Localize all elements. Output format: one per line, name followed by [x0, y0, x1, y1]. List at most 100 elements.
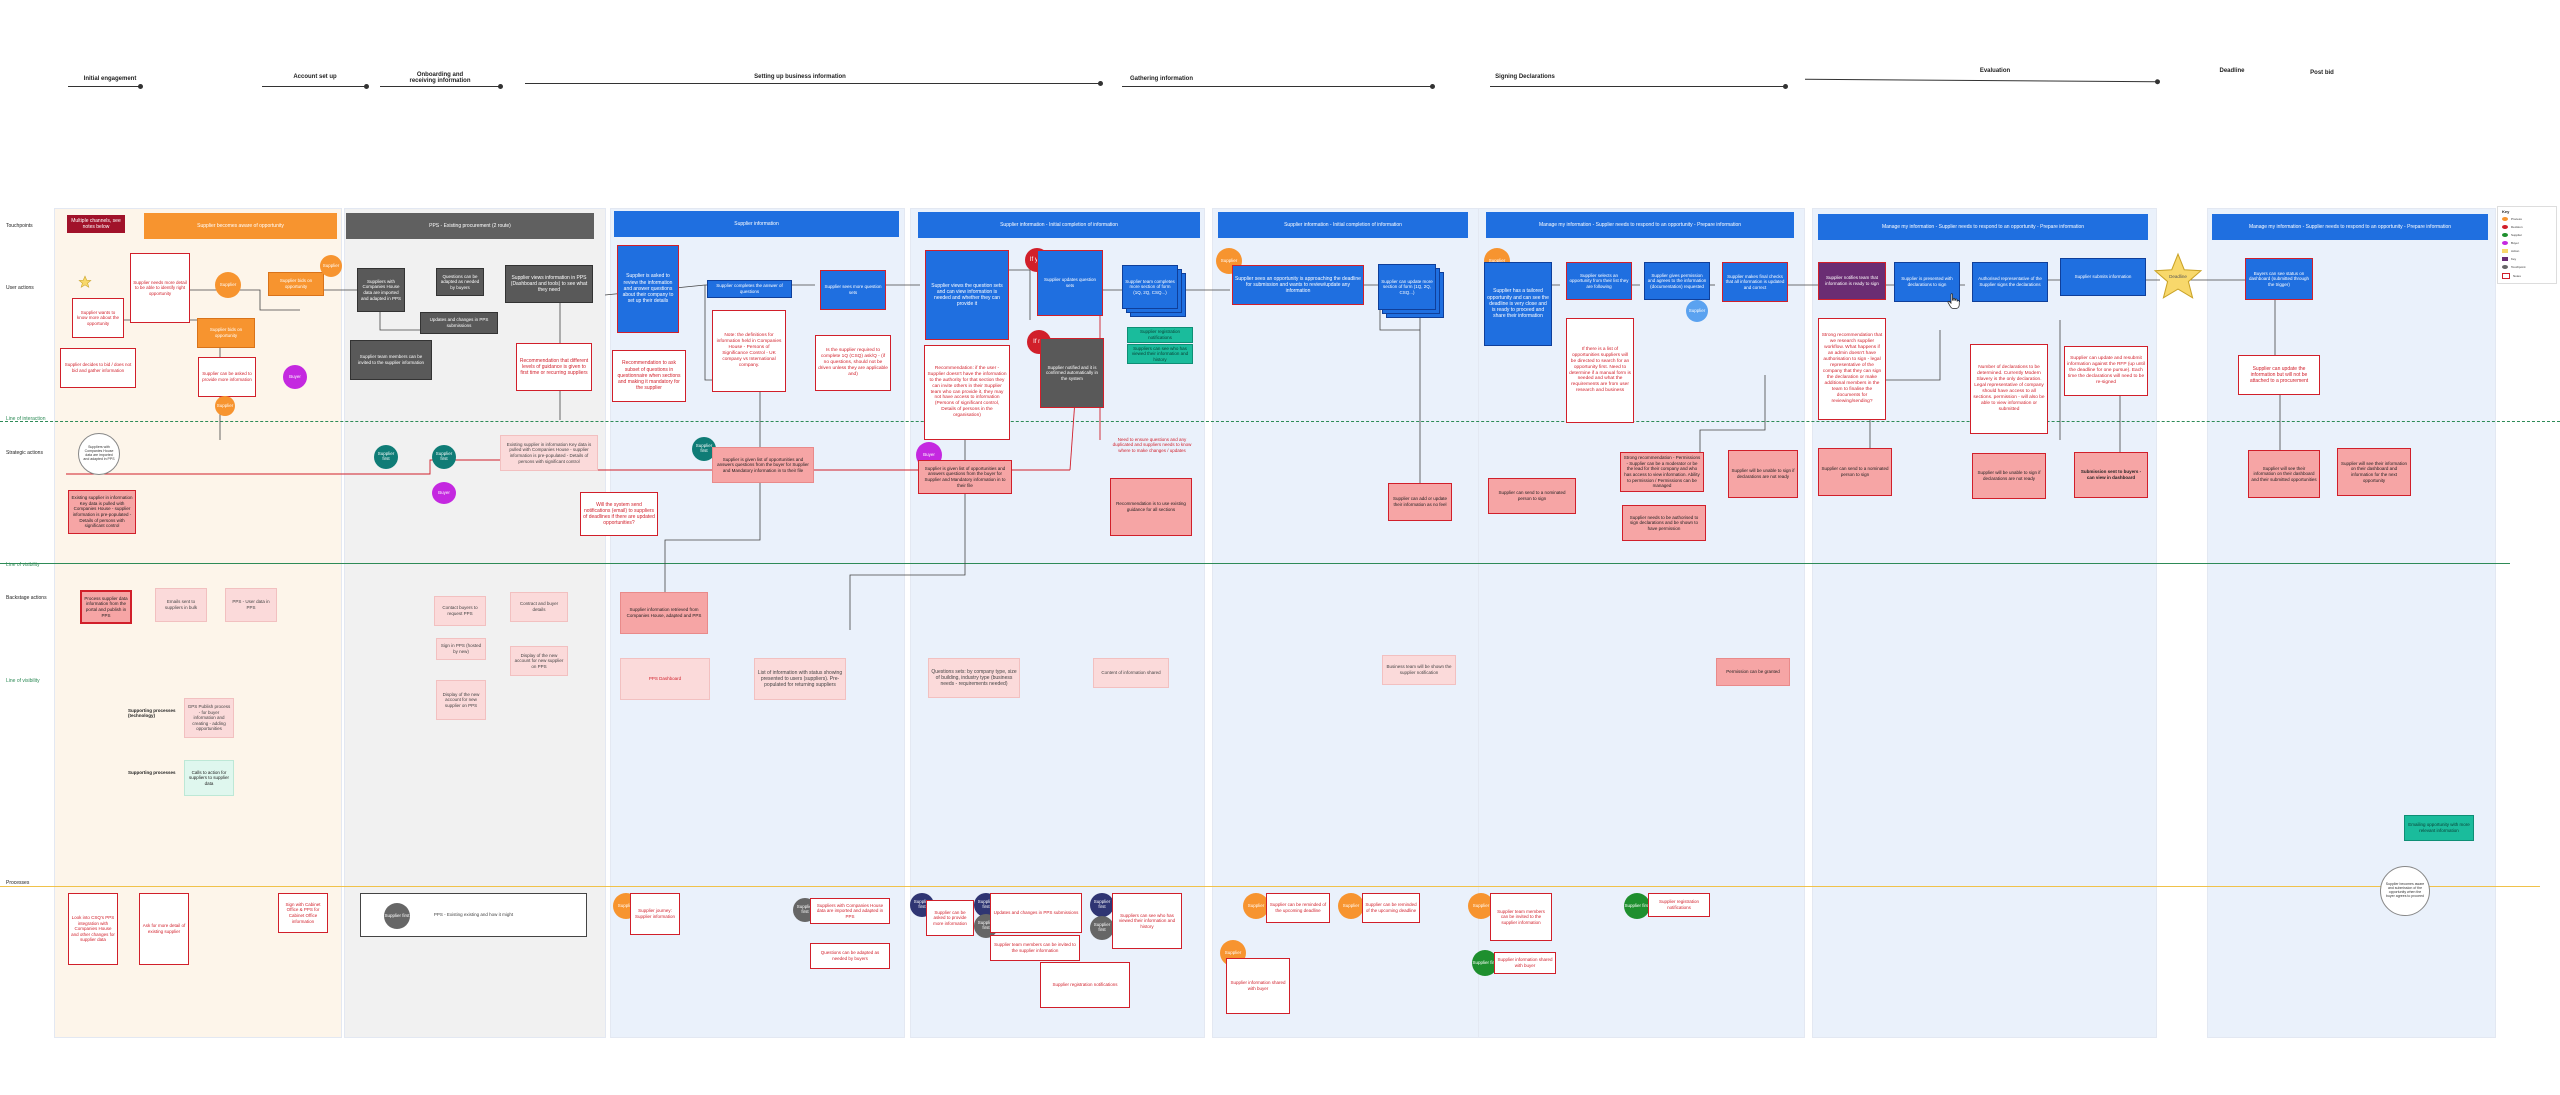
- supplier-unable: Supplier will be unable to sign if decla…: [1728, 450, 1798, 498]
- backstage-business: Business team will be shown the supplier…: [1382, 655, 1456, 685]
- authorised-rep: Authorised representative of the Supplie…: [1972, 262, 2048, 302]
- legend-item: Process: [2502, 217, 2522, 221]
- lane-label-backstage: Backstage actions: [6, 595, 47, 601]
- process-circle: Supplier first: [1090, 916, 1114, 940]
- strategic-supplier-given-2: Supplier is given list of opportunities …: [918, 460, 1012, 494]
- column-header: Manage my information - Supplier needs t…: [2212, 214, 2488, 240]
- process-circle: Supplier first: [1472, 950, 1498, 976]
- supplier-views-box: Supplier views the question sets and can…: [925, 250, 1009, 340]
- phase-label: Initial engagement: [83, 76, 137, 82]
- pps-business-box: Supplier team members can be invited to …: [350, 340, 432, 380]
- recommendation-ask: Recommendation to ask subset of question…: [612, 350, 686, 402]
- strong-recommendation-2: Strong recommendation - Permissions - Su…: [1620, 452, 1704, 492]
- supplier-see: Supplier will see their information on t…: [2248, 450, 2320, 498]
- legend-item: Touchpoint: [2502, 265, 2526, 269]
- lane-label-processes: Processes: [6, 880, 30, 886]
- column-header: PPS - Existing procurement (2 route): [346, 213, 594, 239]
- will-system-notify: Will the system send notifications (emai…: [580, 492, 658, 536]
- note-supplier-opportunity: Supplier wants to know more about the op…: [72, 298, 124, 338]
- recommendation-different: Recommendation that different levels of …: [516, 343, 592, 391]
- supplier-updates-box: Supplier updates question sets: [1037, 250, 1103, 316]
- recommendation-user: Recommendation: if the user - Supplier d…: [924, 345, 1010, 440]
- teal-note-2: Suppliers can see who has viewed their i…: [1127, 344, 1193, 364]
- supplier-bids-box: Supplier bids on opportunity: [268, 272, 324, 296]
- pps-notice-box: Questions can be adapted as needed by bu…: [436, 268, 484, 296]
- lane-label-line-of-visibility-2: Line of visibility: [6, 678, 40, 684]
- supporting-gps: GPS Publish process - for buyer informat…: [184, 698, 234, 738]
- supplier-updates-data: Supplier can update and resubmit informa…: [2064, 346, 2148, 396]
- supplier-required: Is the supplier required to complete 1Q …: [815, 335, 891, 391]
- process-circle: Supplier first: [374, 445, 398, 469]
- strong-recommendation: Strong recommendation that we research s…: [1818, 318, 1886, 420]
- note-definitions: Note: the definitions for information he…: [712, 310, 786, 392]
- supplier-circle: Supplier: [1468, 893, 1494, 919]
- legend-item: Action: [2502, 249, 2519, 253]
- supplier-sees-more: Supplier sees more question sets: [820, 270, 886, 310]
- backstage-emails: Emails sent to suppliers in bulk: [155, 588, 207, 622]
- pps-login-box: Suppliers with Companies House data are …: [357, 268, 405, 312]
- process-note-j: Supplier can be reminded of the upcoming…: [1362, 893, 1420, 923]
- process-note-g: Suppliers can see who has viewed their i…: [1112, 893, 1182, 949]
- supplier-views-pps: Supplier views information in PPS (Dashb…: [505, 265, 593, 303]
- supplier-team-box: Supplier team completes more section of …: [1122, 265, 1178, 309]
- backstage-content: Content of information shared: [1093, 658, 1169, 688]
- supplier-can-update-box: Supplier can update more section of form…: [1378, 264, 1436, 310]
- column-header: Manage my information - Supplier needs t…: [1486, 212, 1794, 238]
- process-supplier-journey: Supplier journey: Supplier information: [630, 893, 680, 935]
- submission-sent: Submission sent to buyers - can view in …: [2074, 452, 2148, 498]
- supplier-needs-to: Supplier needs to be authorised to sign …: [1622, 505, 1706, 541]
- lane-label-touchpoints: Touchpoints: [6, 223, 33, 229]
- process-circle: Supplier first: [384, 903, 410, 929]
- phase-label: Gathering information: [1130, 76, 1193, 82]
- backstage-process: Process supplier data information from t…: [80, 590, 132, 624]
- phase-arrow: [1122, 84, 1435, 89]
- phase-label: Signing Declarations: [1495, 74, 1555, 80]
- legend-item: Key: [2502, 257, 2516, 261]
- phase-label: Onboarding and receiving information: [409, 72, 471, 84]
- info-circle: Suppliers with Companies House data are …: [78, 433, 120, 475]
- star-icon: [78, 275, 92, 289]
- lane-label-line-of-interaction: Line of interaction: [6, 416, 46, 422]
- lane-label-user-actions: User actions: [6, 285, 34, 291]
- phase-arrow: [68, 84, 143, 89]
- supplier-selects: Supplier selects an opportunity from the…: [1566, 262, 1632, 300]
- column-header: Supplier information: [614, 211, 899, 237]
- phase-arrow: [380, 84, 503, 89]
- legend-item: Buyer: [2502, 241, 2519, 245]
- buyers-can-see: Buyers can see status on dashboard (subm…: [2245, 258, 2313, 300]
- supporting-heading: Supporting processes (technology): [128, 708, 176, 718]
- phase-arrow: [1490, 84, 1788, 89]
- supplier-circle: Supplier: [215, 396, 235, 416]
- supporting-heading-2: Supporting processes: [128, 770, 176, 775]
- supplier-completes-box: Supplier completes the answer of questio…: [707, 280, 792, 298]
- process-note-d: Updates and changes in PPS submissions: [990, 893, 1082, 933]
- phase-arrow: [1805, 78, 2157, 83]
- process-circle: Supplier first: [1090, 893, 1114, 917]
- there-is-list: If there is a list of opportunities supp…: [1566, 318, 1634, 423]
- note-example: Supplier can be asked to provide more in…: [198, 357, 256, 397]
- decision-circle: Supplier: [1686, 300, 1708, 322]
- supporting-calls: Calls to action for suppliers to supplie…: [184, 760, 234, 796]
- hand-cursor-icon: [1945, 292, 1963, 310]
- process-note-c: Supplier can be asked to provide more in…: [926, 900, 974, 936]
- legend-item: Supplier: [2502, 233, 2522, 237]
- backstage-display: Display of the new account for new suppl…: [436, 680, 486, 720]
- process-note-h: Supplier can be reminded of the upcoming…: [1266, 893, 1330, 923]
- buyer-circle: Buyer: [283, 365, 307, 389]
- process-note-3: Sign with Cabinet Office & PPS for Cabin…: [278, 893, 328, 933]
- phase-label: Evaluation: [1979, 68, 2011, 74]
- supplier-circle: Supplier: [1243, 893, 1269, 919]
- need-ensure: Need to ensure questions and any duplica…: [1112, 436, 1192, 453]
- buyer-circle: Buyer: [432, 482, 456, 504]
- supplier-see-2: Supplier will see their information on t…: [2337, 448, 2411, 496]
- backstage-pps-user: PPS - User data in PPS: [225, 588, 277, 622]
- phase-label: Deadline: [2219, 68, 2245, 74]
- number-declarations: Number of declarations to be determined.…: [1970, 344, 2048, 434]
- process-circle: Supplier first: [432, 445, 456, 469]
- process-note-1: Look into CSQ's PPS integration with Com…: [68, 893, 118, 965]
- process-note-f: Supplier registration notifications: [1040, 962, 1130, 1008]
- process-note-b: Questions can be adapted as needed by bu…: [810, 943, 890, 969]
- legend: Key Process Decision Supplier Buyer Acti…: [2497, 206, 2557, 284]
- process-note-a: Suppliers with Companies House data are …: [810, 898, 890, 924]
- backstage-questions: Questions sets: by company type, size of…: [928, 658, 1020, 698]
